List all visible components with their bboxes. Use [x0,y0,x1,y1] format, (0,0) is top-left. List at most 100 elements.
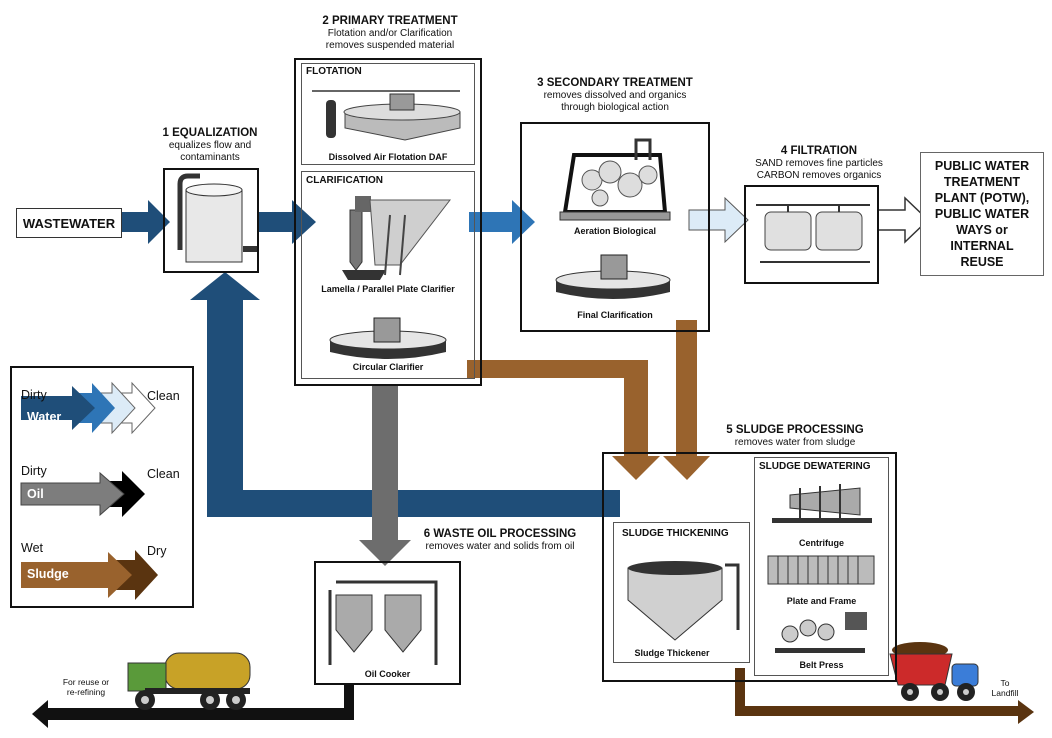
final-clarifier-icon [555,254,671,299]
potw-line-6: INTERNAL [950,239,1014,253]
filtration-title: 4 FILTRATION [780,145,858,157]
sludge-flow-arrow-secondary [663,320,710,480]
equalization-desc-2: contaminants [180,152,240,163]
equalization-desc-1: equalizes flow and [168,140,252,151]
filtration-desc-2: CARBON removes organics [756,170,882,181]
equalization-title: 1 EQUALIZATION [162,127,258,139]
flow-arrow-4 [688,196,749,244]
daf-caption: Dissolved Air Flotation DAF [328,152,448,162]
legend-box [10,366,194,608]
final-clarification-caption: Final Clarification [577,310,653,320]
oil-desc: removes water and solids from oil [425,541,575,552]
potw-line-5: WAYS or [956,223,1008,237]
legend-water-arrows [21,381,156,435]
oil-title: 6 WASTE OIL PROCESSING [423,528,577,540]
clarification-panel [301,171,475,379]
oil-cooker-icon [328,580,438,665]
oil-label: 6 WASTE OIL PROCESSING removes water and… [405,528,595,553]
oil-processing-box [314,561,461,685]
landfill-line-2: Landfill [991,688,1019,698]
centrifuge-icon [772,484,872,523]
legend-sludge-arrows [21,550,158,600]
potw-line-1: PUBLIC WATER [934,159,1030,173]
wastewater-label: WASTEWATER [22,215,116,231]
sludge-thickening-header: SLUDGE THICKENING [622,528,729,539]
landfill-label: To Landfill [985,678,1025,698]
secondary-desc-2: through biological action [561,102,669,113]
primary-desc-1: Flotation and/or Clarification [327,28,453,39]
potw-line-2: TREATMENT [943,175,1021,189]
belt-press-caption: Belt Press [799,660,844,670]
clarification-header: CLARIFICATION [306,175,384,186]
wastewater-box: WASTEWATER [16,208,122,238]
sludge-dewatering-header: SLUDGE DEWATERING [759,461,871,472]
primary-desc-2: removes suspended material [325,40,455,51]
equalization-label: 1 EQUALIZATION equalizes flow and contam… [155,127,265,164]
sludge-thickener-icon [627,561,740,641]
sludge-label: 5 SLUDGE PROCESSING removes water from s… [700,424,890,449]
legend-sludge-right: Dry [147,544,167,558]
oil-flow-arrow [359,385,411,566]
potw-line-4: PUBLIC WATER [934,207,1030,221]
sludge-processing-box [602,452,897,682]
plate-frame-caption: Plate and Frame [786,596,857,606]
legend-oil-arrows [20,471,145,517]
flotation-panel [301,63,475,165]
landfill-line-1: To [1000,678,1010,688]
legend-oil-label: Oil [27,487,44,501]
sludge-title: 5 SLUDGE PROCESSING [726,424,864,436]
filtration-box [744,185,879,284]
primary-title: 2 PRIMARY TREATMENT [322,15,458,27]
water-return-arrow [190,272,620,517]
belt-press-icon [775,612,867,653]
oil-exit-arrow [32,684,354,728]
lamella-caption: Lamella / Parallel Plate Clarifier [321,284,455,294]
secondary-desc-1: removes dissolved and organics [543,90,687,101]
legend-water-right: Clean [147,389,180,403]
sludge-flow-arrow-primary [467,360,660,480]
sludge-desc: removes water from sludge [734,437,856,448]
legend-oil-right: Clean [147,467,180,481]
lamella-clarifier-icon [342,196,452,280]
primary-treatment-box [294,58,482,386]
legend-sludge-left: Wet [21,541,43,555]
circular-clarifier-icon [329,317,447,359]
reuse-line-2: re-refining [66,687,106,697]
secondary-treatment-box [520,122,710,332]
dump-truck-icon [889,642,979,701]
reuse-line-1: For reuse or [62,677,110,687]
reuse-label: For reuse or re-refining [56,677,116,697]
aeration-basin-icon [559,138,671,221]
primary-label: 2 PRIMARY TREATMENT Flotation and/or Cla… [300,15,480,52]
sludge-thickening-panel [613,522,750,663]
filtration-label: 4 FILTRATION SAND removes fine particles… [738,145,900,182]
equalization-box [163,168,259,273]
filter-tanks-icon [756,204,870,263]
flotation-header: FLOTATION [306,66,362,77]
plate-frame-icon [767,555,875,585]
filtration-desc-1: SAND removes fine particles [755,158,883,169]
secondary-title: 3 SECONDARY TREATMENT [537,77,693,89]
equalization-tank-icon [177,173,259,263]
sludge-exit-arrow [735,668,1034,724]
potw-line-3: PLANT (POTW), [934,191,1030,205]
flow-arrow-5 [877,196,930,244]
sludge-thickener-caption: Sludge Thickener [634,648,710,658]
potw-box: PUBLIC WATER TREATMENT PLANT (POTW), PUB… [920,152,1044,276]
tanker-truck-icon [127,652,251,710]
legend-water-left: Dirty [21,388,47,402]
oil-cooker-caption: Oil Cooker [364,669,411,679]
sludge-dewatering-panel [754,457,889,676]
legend-water-label: Water [27,410,62,424]
aeration-caption: Aeration Biological [573,226,656,236]
legend-sludge-label: Sludge [27,567,69,581]
flow-arrow-1 [121,200,170,244]
secondary-label: 3 SECONDARY TREATMENT removes dissolved … [520,77,710,114]
potw-line-7: REUSE [960,255,1004,269]
legend-oil-left: Dirty [21,464,47,478]
daf-icon [312,90,461,141]
flow-arrow-3 [469,200,535,244]
circular-clarifier-caption: Circular Clarifier [352,362,424,372]
centrifuge-caption: Centrifuge [799,538,844,548]
